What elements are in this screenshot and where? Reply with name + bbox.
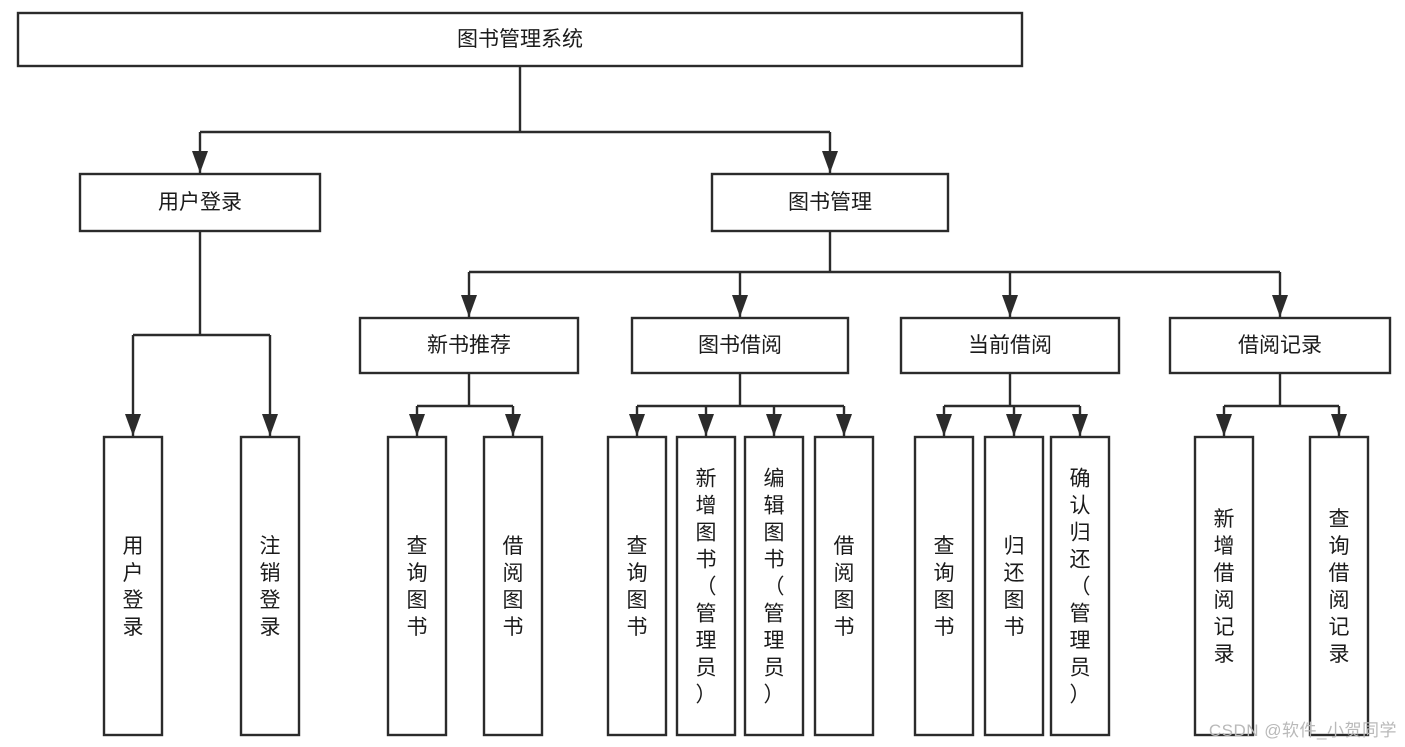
node-label: 编辑图书（管理员）: [764, 468, 785, 707]
node-label: 归还图书: [1004, 535, 1025, 639]
node-box-outline: [102, 435, 164, 737]
node-box-outline: [743, 435, 805, 737]
arrow-head-icon: [409, 414, 425, 436]
node-new-book-rec[interactable]: 新书推荐: [358, 316, 580, 375]
node-leaf-borrow-book-2[interactable]: 借阅图书: [813, 435, 875, 737]
node-box-outline: [813, 435, 875, 737]
node-label: 查询借阅记录: [1329, 508, 1350, 666]
node-box-outline: [1168, 316, 1392, 375]
node-box-outline: [1049, 435, 1111, 737]
node-label: 用户登录: [158, 191, 242, 214]
node-leaf-user-login[interactable]: 用户登录: [102, 435, 164, 737]
node-leaf-borrow-book-1[interactable]: 借阅图书: [482, 435, 544, 737]
node-box-outline: [239, 435, 301, 737]
nodes-layer: 图书管理系统用户登录图书管理新书推荐图书借阅当前借阅借阅记录用户登录注销登录查询…: [16, 11, 1392, 737]
node-current-borrow[interactable]: 当前借阅: [899, 316, 1121, 375]
node-label: 借阅图书: [834, 535, 855, 639]
node-box-outline: [675, 435, 737, 737]
node-root[interactable]: 图书管理系统: [16, 11, 1024, 68]
arrow-head-icon: [836, 414, 852, 436]
node-book-borrow[interactable]: 图书借阅: [630, 316, 850, 375]
node-label: 新书推荐: [427, 334, 511, 357]
node-leaf-edit-book[interactable]: 编辑图书（管理员）: [743, 435, 805, 737]
arrow-head-icon: [1006, 414, 1022, 436]
node-label: 图书管理: [788, 191, 872, 214]
node-box-outline: [710, 172, 950, 233]
node-label: 当前借阅: [968, 334, 1052, 357]
node-box-outline: [358, 316, 580, 375]
arrow-head-icon: [766, 414, 782, 436]
arrow-head-icon: [1272, 295, 1288, 317]
arrow-head-icon: [125, 414, 141, 436]
arrow-head-icon: [1331, 414, 1347, 436]
node-leaf-query-book-3[interactable]: 查询图书: [913, 435, 975, 737]
node-label: 查询图书: [934, 535, 955, 639]
arrow-head-icon: [461, 295, 477, 317]
node-box-outline: [983, 435, 1045, 737]
node-label: 确认归还（管理员）: [1070, 468, 1091, 707]
node-leaf-query-record[interactable]: 查询借阅记录: [1308, 435, 1370, 737]
arrow-head-icon: [192, 151, 208, 173]
arrow-head-icon: [698, 414, 714, 436]
arrow-head-icon: [822, 151, 838, 173]
arrow-head-icon: [732, 295, 748, 317]
node-leaf-confirm-return[interactable]: 确认归还（管理员）: [1049, 435, 1111, 737]
node-label: 用户登录: [123, 535, 144, 639]
arrow-head-icon: [1002, 295, 1018, 317]
node-label: 注销登录: [260, 535, 281, 639]
node-box-outline: [386, 435, 448, 737]
node-box-outline: [899, 316, 1121, 375]
node-box-outline: [16, 11, 1024, 68]
node-box-outline: [482, 435, 544, 737]
node-book-manage[interactable]: 图书管理: [710, 172, 950, 233]
csdn-watermark: CSDN @软件_小贺同学: [1208, 721, 1397, 740]
node-user-login[interactable]: 用户登录: [78, 172, 322, 233]
node-leaf-add-book[interactable]: 新增图书（管理员）: [675, 435, 737, 737]
node-borrow-record[interactable]: 借阅记录: [1168, 316, 1392, 375]
node-label: 查询图书: [627, 535, 648, 639]
node-box-outline: [78, 172, 322, 233]
node-label: 新增借阅记录: [1214, 508, 1235, 666]
connectors-layer: [125, 66, 1347, 436]
node-box-outline: [1193, 435, 1255, 737]
node-box-outline: [913, 435, 975, 737]
node-leaf-add-record[interactable]: 新增借阅记录: [1193, 435, 1255, 737]
node-leaf-user-logout[interactable]: 注销登录: [239, 435, 301, 737]
node-label: 借阅记录: [1238, 334, 1322, 357]
arrow-head-icon: [1072, 414, 1088, 436]
arrow-head-icon: [629, 414, 645, 436]
arrow-head-icon: [505, 414, 521, 436]
node-box-outline: [606, 435, 668, 737]
node-label: 借阅图书: [503, 535, 524, 639]
node-label: 查询图书: [407, 535, 428, 639]
node-box-outline: [630, 316, 850, 375]
node-leaf-return-book[interactable]: 归还图书: [983, 435, 1045, 737]
arrow-head-icon: [262, 414, 278, 436]
node-label: 图书管理系统: [457, 28, 583, 51]
arrow-head-icon: [1216, 414, 1232, 436]
node-label: 新增图书（管理员）: [696, 468, 717, 707]
arrow-head-icon: [936, 414, 952, 436]
node-box-outline: [1308, 435, 1370, 737]
node-leaf-query-book-2[interactable]: 查询图书: [606, 435, 668, 737]
node-label: 图书借阅: [698, 334, 782, 357]
node-leaf-query-book-1[interactable]: 查询图书: [386, 435, 448, 737]
